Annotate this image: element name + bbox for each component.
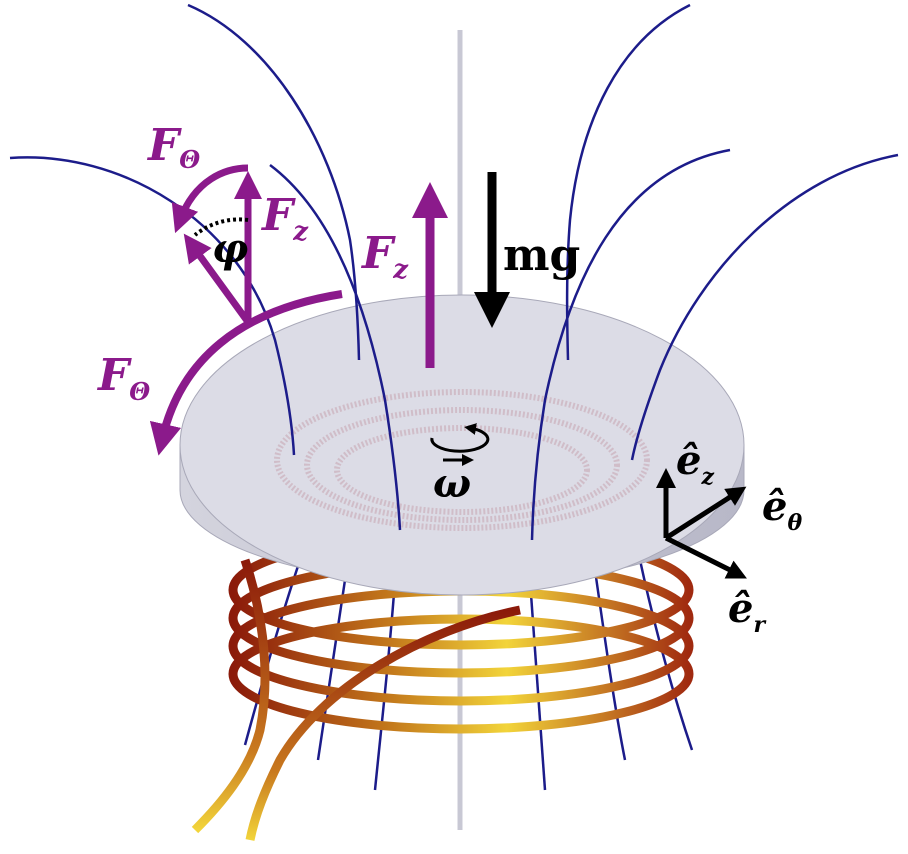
induced-current-rings bbox=[274, 389, 650, 531]
disk-top bbox=[179, 294, 745, 596]
coil-lead-1 bbox=[245, 605, 521, 841]
rotation-circular-arrow-icon bbox=[430, 423, 490, 453]
phi-label: φ bbox=[212, 225, 248, 272]
top-ftheta-label: FΘ bbox=[146, 120, 200, 174]
coil-lead-2 bbox=[191, 558, 270, 834]
top-ftheta-arrow bbox=[171, 164, 249, 234]
lower-ftheta-label: FΘ bbox=[96, 350, 150, 406]
basis-vectors bbox=[656, 468, 747, 579]
er-label: êr bbox=[728, 585, 766, 638]
omega-symbol: ω bbox=[433, 454, 474, 507]
lower-ftheta-arrow bbox=[149, 290, 343, 456]
mg-label: mg bbox=[503, 230, 580, 281]
center-fz-label: Fz bbox=[360, 228, 409, 285]
field-lines-upper bbox=[9, 3, 899, 541]
omega-label: ω bbox=[433, 460, 471, 507]
ez-label: êz bbox=[676, 437, 714, 490]
left-fz-label: Fz bbox=[260, 190, 309, 247]
resultant-force-arrow bbox=[183, 233, 251, 325]
etheta-label: êθ bbox=[762, 483, 802, 536]
